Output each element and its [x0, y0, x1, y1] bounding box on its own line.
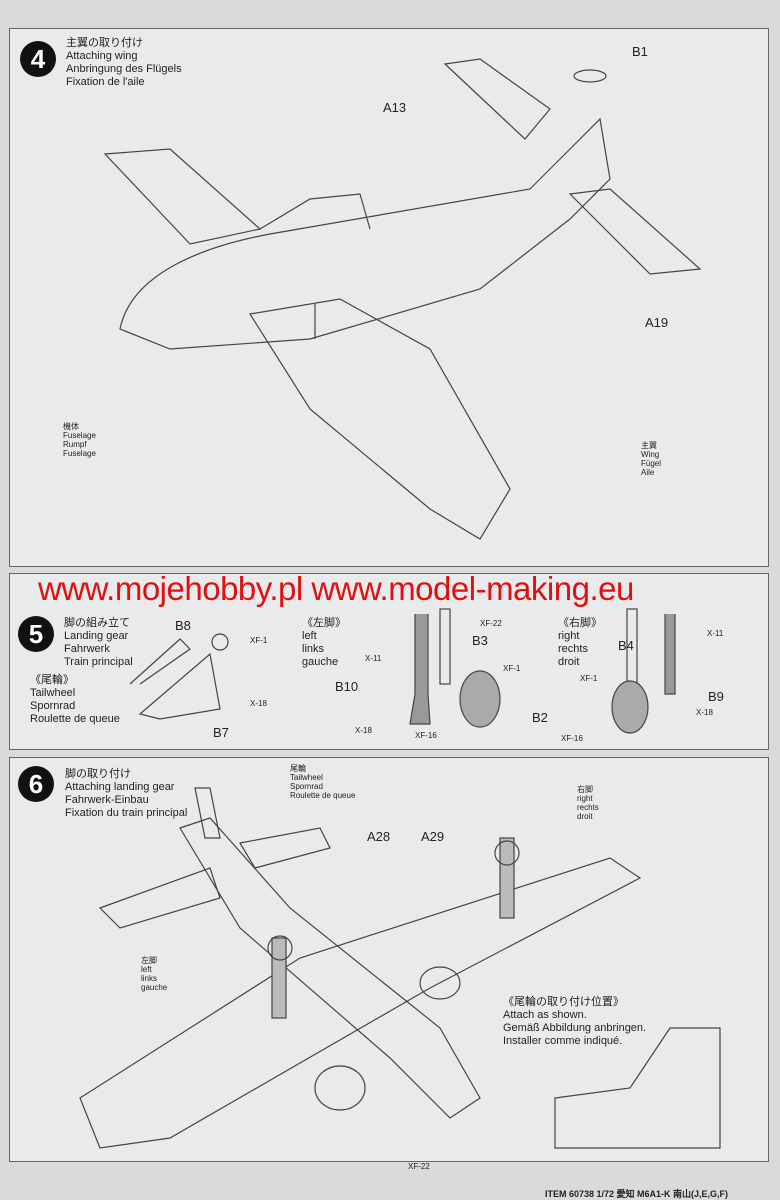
label-line: 主翼 [641, 441, 657, 450]
paint-label: XF-1 [250, 636, 268, 645]
label-line: gauche [141, 983, 168, 992]
title-de: Fahrwerk-Einbau [65, 794, 149, 806]
part-label: B10 [335, 679, 359, 694]
label-line: Fuselage [63, 431, 96, 440]
label-line: Tailwheel [290, 773, 323, 782]
part-label: B7 [213, 725, 229, 740]
footer: ITEM 60738 1/72 愛知 M6A1-K 南山(J,E,G,F) [545, 1189, 729, 1199]
label-line: Gemäß Abbildung anbringen. [503, 1022, 647, 1034]
wing-attach-diagram [103, 58, 702, 540]
title-en: Attaching landing gear [65, 781, 175, 793]
part-label: B1 [632, 44, 648, 59]
label-line: rechts [577, 803, 599, 812]
label-line: left [302, 630, 317, 642]
label-line: left [141, 965, 152, 974]
paint-label: X-18 [355, 726, 372, 735]
label-line: Wing [641, 450, 660, 459]
step-number: 5 [18, 616, 54, 652]
part-label: B3 [472, 633, 488, 648]
title-de: Anbringung des Flügels [66, 63, 182, 75]
tailwheel-note: 《尾輪の取り付け位置》Attach as shown.Gemäß Abbildu… [503, 996, 646, 1048]
label-line: links [302, 643, 325, 655]
paint-label: X-11 [365, 654, 382, 663]
label-line: gauche [302, 656, 339, 668]
label-line: 《尾輪》 [30, 674, 74, 686]
paint-label: XF-1 [580, 674, 598, 683]
step-6-panel: 6 脚の取り付け Attaching landing gear Fahrwerk… [9, 757, 769, 1171]
gear-attach-diagram [79, 787, 721, 1149]
part-label: B9 [708, 689, 724, 704]
step-4-panel: 4 主翼の取り付け Attaching wing Anbringung des … [9, 28, 769, 567]
label-line: 左脚 [141, 956, 157, 965]
title-jp: 脚の組み立て [64, 617, 130, 629]
paint-label: XF-22 [480, 619, 502, 628]
label-line: droit [558, 656, 580, 668]
label-line: Roulette de queue [30, 713, 120, 725]
label-line: Roulette de queue [290, 791, 356, 800]
step-title: 脚の取り付け Attaching landing gear Fahrwerk-E… [65, 768, 187, 820]
title-en: Attaching wing [66, 50, 138, 62]
title-fr: Fixation de l'aile [66, 76, 145, 88]
title-jp: 脚の取り付け [65, 768, 131, 780]
label-line: 右脚 [577, 785, 593, 794]
paint-label: X-18 [696, 708, 713, 717]
step-number: 6 [18, 766, 54, 802]
label-line: Fügel [641, 459, 662, 468]
step-5-panel: 5 脚の組み立て Landing gear Fahrwerk Train pri… [9, 573, 769, 750]
step-number: 4 [20, 41, 56, 77]
label-line: 《尾輪の取り付け位置》 [503, 996, 624, 1008]
label-line: Spornrad [290, 782, 323, 791]
label-line: Aile [641, 468, 655, 477]
paint-label: XF-16 [415, 731, 437, 740]
watermark: www.mojehobby.pl www.model-making.eu [38, 570, 634, 607]
part-label: A28 [367, 829, 391, 844]
step-title: 主翼の取り付け Attaching wing Anbringung des Fl… [66, 37, 182, 89]
label-line: Rumpf [63, 440, 87, 449]
label-line: 機体 [63, 422, 79, 431]
label-line: right [577, 794, 593, 803]
label-line: 《右脚》 [558, 617, 602, 629]
label-line: rechts [558, 643, 588, 655]
paint-label: XF-1 [503, 664, 521, 673]
label-line: 《左脚》 [302, 617, 346, 629]
step-title: 脚の組み立て Landing gear Fahrwerk Train princ… [64, 617, 133, 669]
label-line: Attach as shown. [503, 1009, 587, 1021]
label-line: Spornrad [30, 700, 76, 712]
label-line: droit [577, 812, 593, 821]
label-line: Fuselage [63, 449, 96, 458]
paint-label: XF-16 [561, 734, 583, 743]
title-fr: Fixation du train principal [65, 807, 188, 819]
title-jp: 主翼の取り付け [66, 37, 143, 49]
part-label: B4 [618, 638, 634, 653]
paint-label: X-11 [707, 629, 724, 638]
label-line: right [558, 630, 580, 642]
part-label: A19 [645, 315, 669, 330]
title-en: Landing gear [64, 630, 129, 642]
label-line: Installer comme indiqué. [503, 1035, 623, 1047]
landing-gear-diagram [129, 608, 676, 734]
title-de: Fahrwerk [64, 643, 110, 655]
label-line: links [141, 974, 158, 983]
part-label: A13 [383, 100, 407, 115]
label-line: 尾輪 [290, 764, 306, 773]
part-label: B8 [175, 618, 191, 633]
paint-label: XF-22 [408, 1162, 430, 1171]
label-line: Tailwheel [30, 687, 76, 699]
part-label: B2 [532, 710, 548, 725]
paint-label: X-18 [250, 699, 267, 708]
part-label: A29 [421, 829, 445, 844]
title-fr: Train principal [64, 656, 133, 668]
